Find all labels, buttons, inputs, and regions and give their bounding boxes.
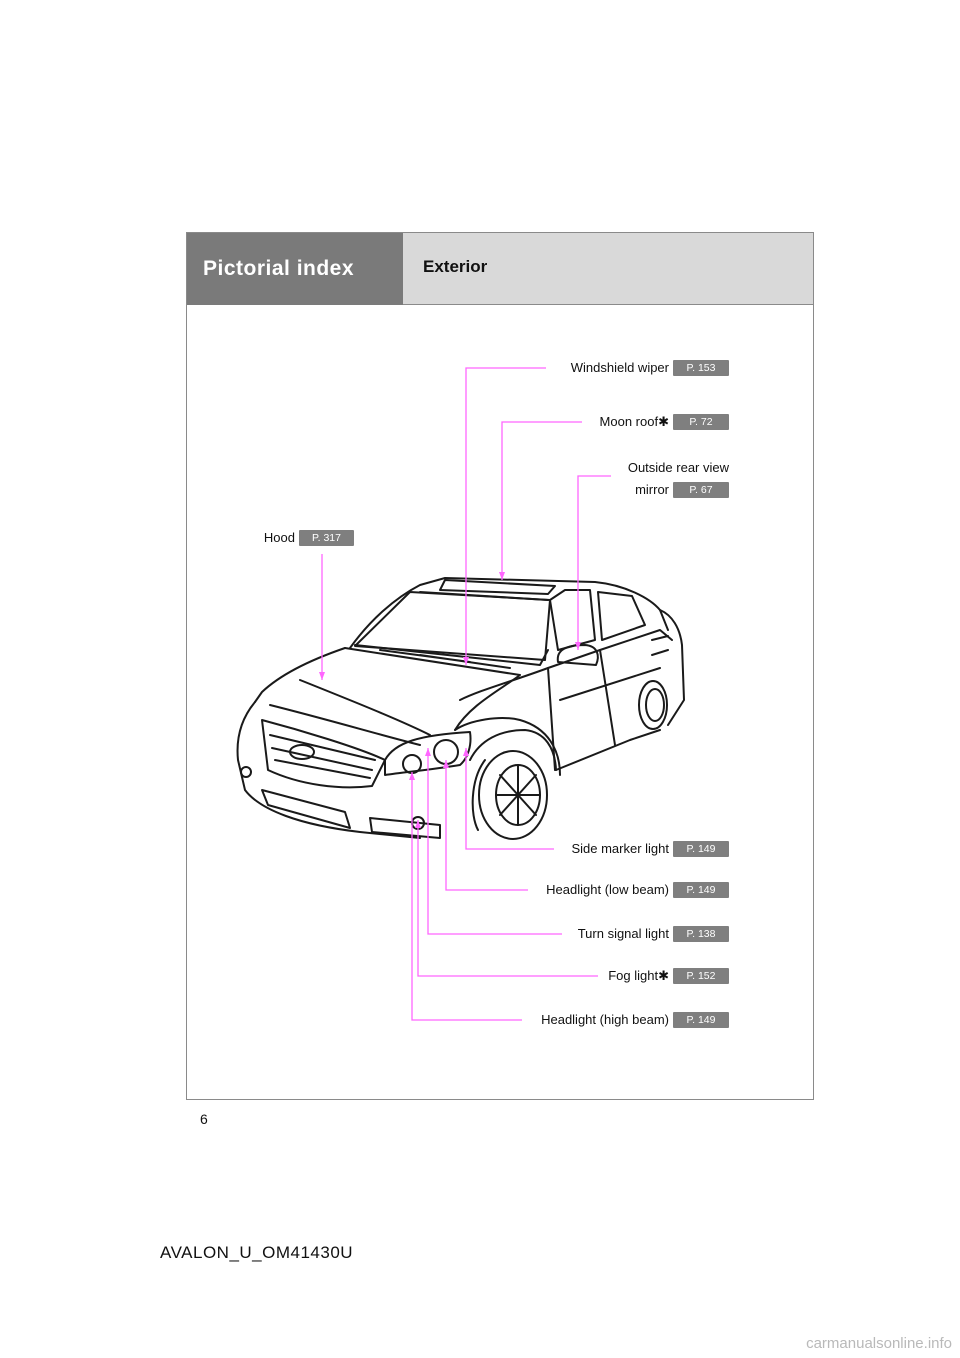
callout-line-turn-signal xyxy=(427,748,562,935)
subsection-title: Exterior xyxy=(403,233,813,305)
callout-line-side-marker xyxy=(465,748,554,850)
label-windshield-wiper: Windshield wiper xyxy=(570,360,669,375)
watermark: carmanualsonline.info xyxy=(806,1335,952,1352)
callout-line-moon-roof xyxy=(501,421,582,580)
page-number: 6 xyxy=(200,1111,208,1127)
label-headlight-low: Headlight (low beam) xyxy=(546,882,669,897)
page-ref-turn-signal[interactable]: P. 138 xyxy=(673,926,729,942)
label-outside-mirror-line2: mirror xyxy=(635,482,669,497)
content-frame: Pictorial index Exterior xyxy=(186,232,814,1100)
optional-equipment-mark: ✱ xyxy=(658,414,669,429)
callout-arrowheads xyxy=(319,572,581,828)
label-side-marker: Side marker light xyxy=(571,841,669,856)
callout-line-headlight-high xyxy=(411,772,522,1021)
page-ref-moon-roof[interactable]: P. 72 xyxy=(673,414,729,430)
document-code: AVALON_U_OM41430U xyxy=(160,1243,354,1262)
callout-line-headlight-low xyxy=(445,760,528,891)
callout-lines xyxy=(321,367,611,1021)
callout-line-windshield-wiper xyxy=(465,367,546,665)
page-ref-headlight-high[interactable]: P. 149 xyxy=(673,1012,729,1028)
page-ref-fog-light[interactable]: P. 152 xyxy=(673,968,729,984)
callout-line-fog-light xyxy=(417,820,598,977)
page-ref-outside-mirror[interactable]: P. 67 xyxy=(673,482,729,498)
label-fog-light: Fog light✱ xyxy=(608,968,669,983)
callout-line-outside-mirror xyxy=(577,475,611,650)
label-outside-mirror-line1: Outside rear view xyxy=(627,460,729,475)
page-ref-headlight-low[interactable]: P. 149 xyxy=(673,882,729,898)
label-hood: Hood xyxy=(263,530,295,545)
label-headlight-high: Headlight (high beam) xyxy=(541,1012,669,1027)
page-ref-windshield-wiper[interactable]: P. 153 xyxy=(673,360,729,376)
optional-equipment-mark: ✱ xyxy=(658,968,669,983)
page-ref-side-marker[interactable]: P. 149 xyxy=(673,841,729,857)
label-moon-roof: Moon roof✱ xyxy=(599,414,669,429)
section-title: Pictorial index xyxy=(187,233,403,305)
car-drawing xyxy=(236,577,685,840)
label-turn-signal: Turn signal light xyxy=(577,926,669,941)
page-ref-hood[interactable]: P. 317 xyxy=(299,530,354,546)
